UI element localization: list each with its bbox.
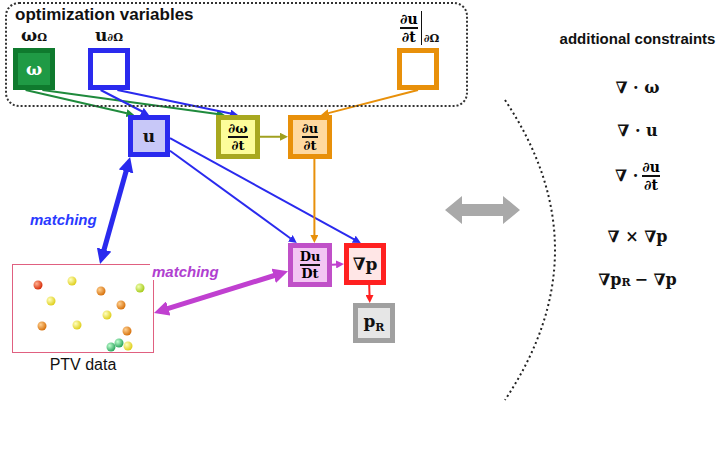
constraint-row: ∇ · u	[555, 121, 720, 140]
denominator: Dt	[301, 267, 318, 280]
box-content: pR	[358, 308, 390, 338]
constraint-formula: R	[621, 276, 630, 289]
fraction: ∂u ∂t	[642, 160, 660, 192]
acceleration-box: ∂u ∂t	[288, 115, 332, 159]
vorticity-rate-box: ∂ω ∂t	[216, 115, 260, 159]
denominator: ∂t	[402, 30, 416, 44]
constraint-formula: ∇ · ω	[616, 78, 660, 97]
velocity-box: u	[128, 115, 170, 157]
particle	[97, 287, 106, 296]
particle	[115, 339, 124, 348]
particle	[68, 277, 77, 286]
fraction-bar	[400, 27, 418, 29]
connector	[328, 90, 418, 113]
denominator: ∂t	[304, 139, 317, 152]
constraint-formula: − ∇p	[635, 270, 677, 289]
box-content: ∇p	[349, 248, 381, 280]
variable-label: ωΩ	[21, 27, 47, 44]
symbol: u	[95, 27, 107, 44]
fraction-bar	[228, 136, 247, 138]
symbol: p	[363, 311, 375, 331]
edge-label: matching	[28, 211, 99, 228]
variable-label: u∂Ω	[95, 27, 123, 44]
ptv-data-box: PTV data	[12, 264, 154, 353]
box-caption: PTV data	[50, 356, 117, 374]
particle	[107, 343, 116, 352]
constraint-row: ∇pR − ∇p	[555, 270, 720, 289]
symbol-group: pR	[363, 312, 384, 334]
constraint-formula: ∇p	[598, 270, 621, 289]
fraction-bar	[642, 175, 660, 177]
connector	[26, 90, 127, 113]
connector	[117, 90, 230, 113]
particle	[124, 342, 133, 351]
numerator: ∂u	[642, 160, 660, 174]
fraction-bar	[302, 136, 318, 138]
section-heading: additional constraints	[560, 30, 716, 47]
box-content: ∂u ∂t	[293, 120, 327, 154]
constraint-row: additional constraints	[555, 30, 720, 47]
vorticity-box: ωΩω	[13, 48, 55, 90]
connector	[332, 263, 336, 265]
connector	[104, 171, 126, 251]
fraction: ∂u ∂t	[400, 12, 418, 44]
double-arrow	[445, 196, 520, 224]
subscript: ∂Ω	[424, 32, 440, 45]
constraint-formula: ∇ · u	[617, 121, 657, 140]
connector	[368, 285, 370, 295]
region-title: optimization variables	[15, 5, 194, 25]
constraint-formula: ∇ ·	[615, 166, 638, 185]
variable-label: ∂u ∂t ∂Ω	[400, 11, 439, 45]
particle	[123, 327, 132, 336]
symbol: ω	[26, 61, 42, 78]
box-content: u	[133, 120, 165, 152]
constraint-formula: ∇ × ∇p	[608, 227, 668, 246]
variables-region: ωΩωu∂Ω∂u∂t∂Ωoptimization variables	[5, 2, 468, 107]
particle	[136, 284, 145, 293]
constraint-row: ∇ × ∇p	[555, 227, 720, 246]
subscript: Ω	[37, 31, 47, 44]
boundary-acceleration-box: ∂u∂t∂Ω	[397, 48, 439, 90]
constraint-row: ∇ · ∂u ∂t	[555, 160, 720, 192]
constraint-row: ∇ · ω	[555, 78, 720, 97]
numerator: ∂u	[302, 122, 318, 135]
material-derivative-box: DuDt	[288, 243, 332, 287]
box-content: ω	[18, 53, 50, 85]
particle	[117, 301, 126, 310]
numerator: ∂u	[400, 12, 418, 26]
particle	[38, 322, 47, 331]
fraction: DuDt	[300, 250, 321, 280]
particle	[47, 297, 56, 306]
fraction: ∂u ∂t	[302, 122, 318, 152]
box-content: DuDt	[293, 248, 327, 282]
symbol: ω	[21, 27, 37, 44]
edge-label: matching	[150, 263, 221, 280]
denominator: ∂t	[232, 139, 245, 152]
connector	[313, 159, 315, 236]
particle	[73, 321, 82, 330]
subscript: R	[375, 321, 384, 334]
boundary-velocity-box: u∂Ω	[88, 48, 130, 90]
denominator: ∂t	[644, 178, 658, 192]
particle	[103, 311, 112, 320]
particle-dots	[34, 277, 145, 352]
box-caption-text: PTV data	[50, 356, 117, 374]
symbol: ∇p	[353, 256, 378, 273]
connector	[168, 276, 275, 309]
dotted-bracket	[505, 100, 555, 400]
evaluation-bar	[421, 11, 422, 45]
symbol: u	[143, 128, 155, 145]
pressure-gradient-box: ∇p	[344, 243, 386, 285]
numerator: ∂ω	[228, 122, 247, 135]
connector	[260, 136, 280, 138]
fraction-bar	[300, 264, 321, 266]
fraction: ∂ω ∂t	[228, 122, 247, 152]
subscript: ∂Ω	[107, 31, 123, 44]
pressure-box: pR	[353, 303, 395, 343]
particle	[34, 281, 43, 290]
numerator: Du	[300, 250, 321, 263]
box-content: ∂ω ∂t	[221, 120, 255, 154]
